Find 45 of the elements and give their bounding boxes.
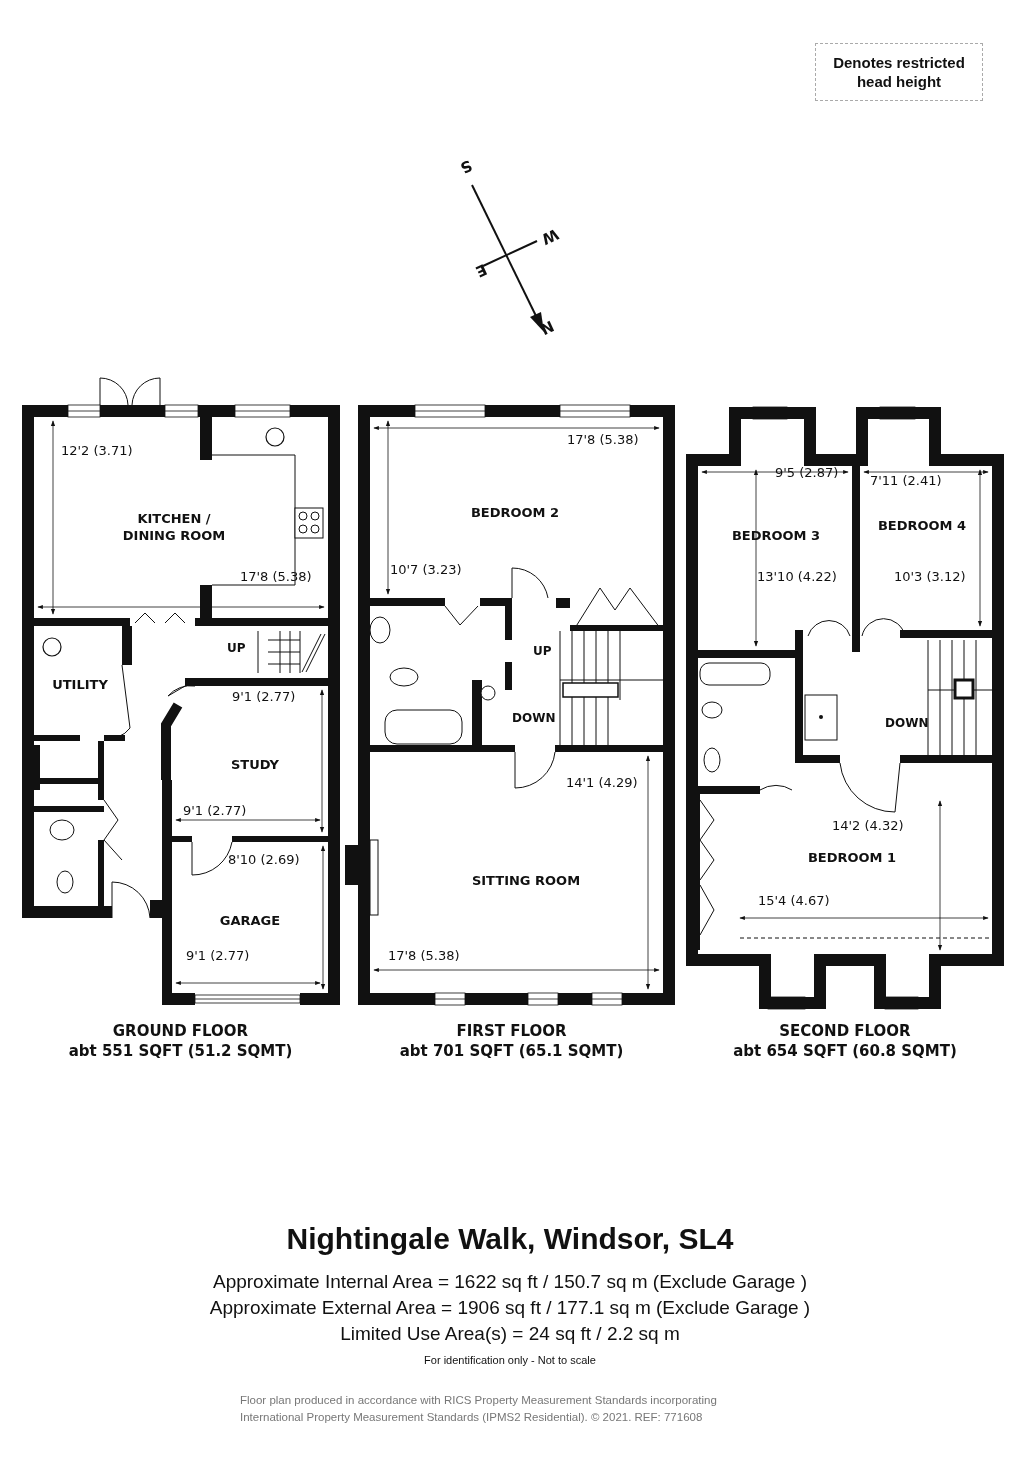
title: Nightingale Walk, Windsor, SL4 (285, 1222, 735, 1256)
dimension-text: 14'1 (4.29) (566, 775, 638, 791)
dimension-text: 14'2 (4.32) (832, 818, 904, 834)
dimension-text: 12'2 (3.71) (61, 443, 133, 459)
floor-name: SECOND FLOOR (778, 1022, 912, 1040)
stair-direction-text: UP (227, 640, 246, 656)
floor-area: abt 551 SQFT (51.2 SQMT) (20, 1042, 341, 1060)
room-name: KITCHEN / DINING ROOM (109, 510, 239, 544)
area-note: Approximate Internal Area = 1622 sq ft / 150.7 sq m (Exclude Garage ) (212, 1271, 808, 1294)
area-note: Approximate External Area = 1906 sq ft / 177.1 sq m (Exclude Garage ) (209, 1297, 811, 1320)
legend-text: Denotes restricted head height (832, 53, 966, 91)
dimension-text: 10'3 (3.12) (894, 569, 966, 585)
stair-direction-text: DOWN (512, 710, 556, 726)
dimension-text: 10'7 (3.23) (390, 562, 462, 578)
disclaimer-note: For identification only - Not to scale (424, 1354, 596, 1368)
room-name: STUDY (231, 755, 279, 773)
room-name: BEDROOM 2 (470, 503, 560, 521)
stair-direction-text: DOWN (885, 715, 929, 731)
room-name: BEDROOM 1 (807, 848, 897, 866)
footer-note: Floor plan produced in accordance with RICS Property Measurement Standards incorporating International Property Measurement Standards (IPMS2 Residential). © 2021. REF: 771608 (240, 1393, 718, 1425)
room-name: SITTING ROOM (471, 871, 581, 889)
area-note: Limited Use Area(s) = 24 sq ft / 2.2 sq m (340, 1323, 680, 1346)
floor-area: abt 701 SQFT (65.1 SQMT) (342, 1042, 681, 1060)
room-name: BEDROOM 4 (877, 516, 967, 534)
dimension-text: 15'4 (4.67) (758, 893, 830, 909)
dimension-text: 9'1 (2.77) (186, 948, 250, 964)
compass-letter: S (457, 156, 475, 176)
dimension-text: 9'1 (2.77) (232, 689, 296, 705)
dimension-text: 9'5 (2.87) (775, 465, 839, 481)
dimension-text: 17'8 (5.38) (388, 948, 460, 964)
dimension-text: 8'10 (2.69) (228, 852, 300, 868)
dimension-text: 9'1 (2.77) (183, 803, 247, 819)
dimension-text: 7'11 (2.41) (870, 473, 942, 489)
compass-letter: W (539, 225, 561, 247)
compass-letter: E (473, 261, 489, 279)
room-name: UTILITY (52, 675, 108, 693)
dimension-text: 13'10 (4.22) (757, 569, 837, 585)
floor-area: abt 654 SQFT (60.8 SQMT) (684, 1042, 1006, 1060)
room-name: GARAGE (219, 911, 281, 929)
room-name: BEDROOM 3 (731, 526, 821, 544)
dimension-text: 17'8 (5.38) (240, 569, 312, 585)
stair-direction-text: UP (533, 643, 552, 659)
dimension-text: 17'8 (5.38) (567, 432, 639, 448)
floor-name: FIRST FLOOR (455, 1022, 568, 1040)
floor-name: GROUND FLOOR (111, 1022, 250, 1040)
